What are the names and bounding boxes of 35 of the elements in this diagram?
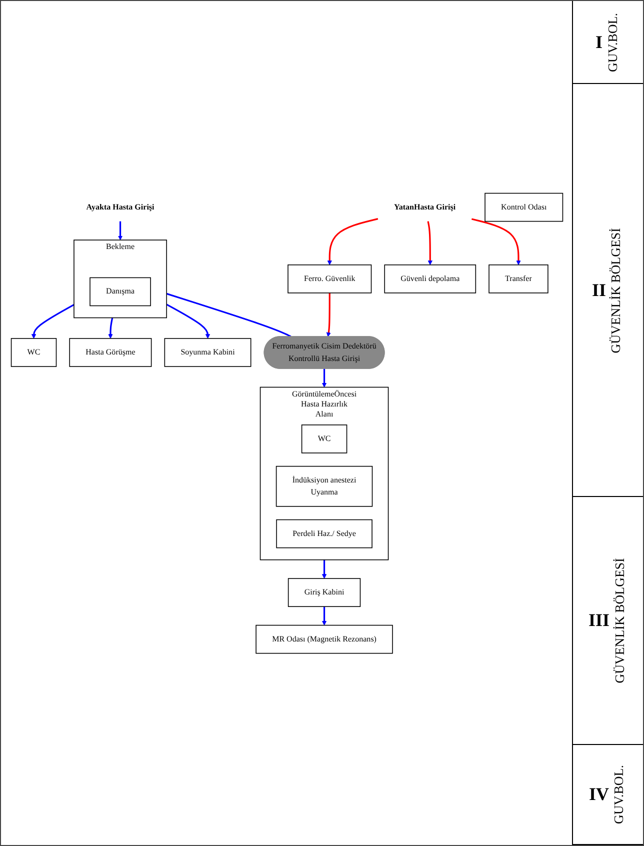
room-box: Giriş Kabini — [287, 578, 360, 607]
arrow — [426, 220, 432, 265]
zone-name: GÜVENLİK BÖLGESİ — [608, 228, 624, 353]
room-box: Hasta Görüşme — [68, 338, 152, 367]
zone-name: GUV.BOL. — [611, 765, 627, 824]
arrow — [166, 303, 210, 338]
room-box: Kontrol Odası — [484, 192, 563, 222]
arrow — [326, 292, 330, 337]
arrow — [326, 218, 378, 265]
entrance-label: Ayakta Hasta Girişi — [86, 202, 154, 212]
arrow — [470, 218, 520, 265]
room-box: WC — [300, 424, 347, 454]
room-box: Transfer — [488, 264, 548, 294]
entrance-label: YatanHasta Girişi — [393, 202, 456, 212]
arrow — [117, 221, 122, 240]
arrow — [321, 560, 326, 578]
room-box: Ferro. Güvenlik — [287, 264, 372, 294]
arrow — [30, 304, 74, 338]
room-box: Güvenli depolama — [384, 264, 476, 294]
room-box: Soyunma Kabini — [164, 338, 251, 367]
room-box: İndüksiyon anestezi Uyanma — [275, 466, 372, 506]
zone-name: GÜVENLİK BÖLGESİ — [612, 558, 628, 684]
room-box: Perdeli Haz./ Sedye — [276, 519, 372, 548]
zone-number: I — [595, 32, 602, 53]
zone-number: IV — [588, 784, 609, 806]
detector-ellipse: Ferromanyetik Cisim Dedektörü Kontrollü Hasta Girişi — [263, 336, 384, 369]
room-box: MR Odası (Magnetik Rezonans) — [255, 624, 392, 654]
arrow — [321, 368, 326, 388]
zone-name: GUV.BOL. — [604, 12, 620, 72]
zone-number: II — [592, 280, 606, 301]
arrow — [108, 317, 113, 338]
room-box: Danışma — [89, 277, 150, 306]
zone-number: III — [588, 610, 610, 632]
arrow — [321, 606, 326, 626]
room-box: WC — [10, 338, 56, 367]
